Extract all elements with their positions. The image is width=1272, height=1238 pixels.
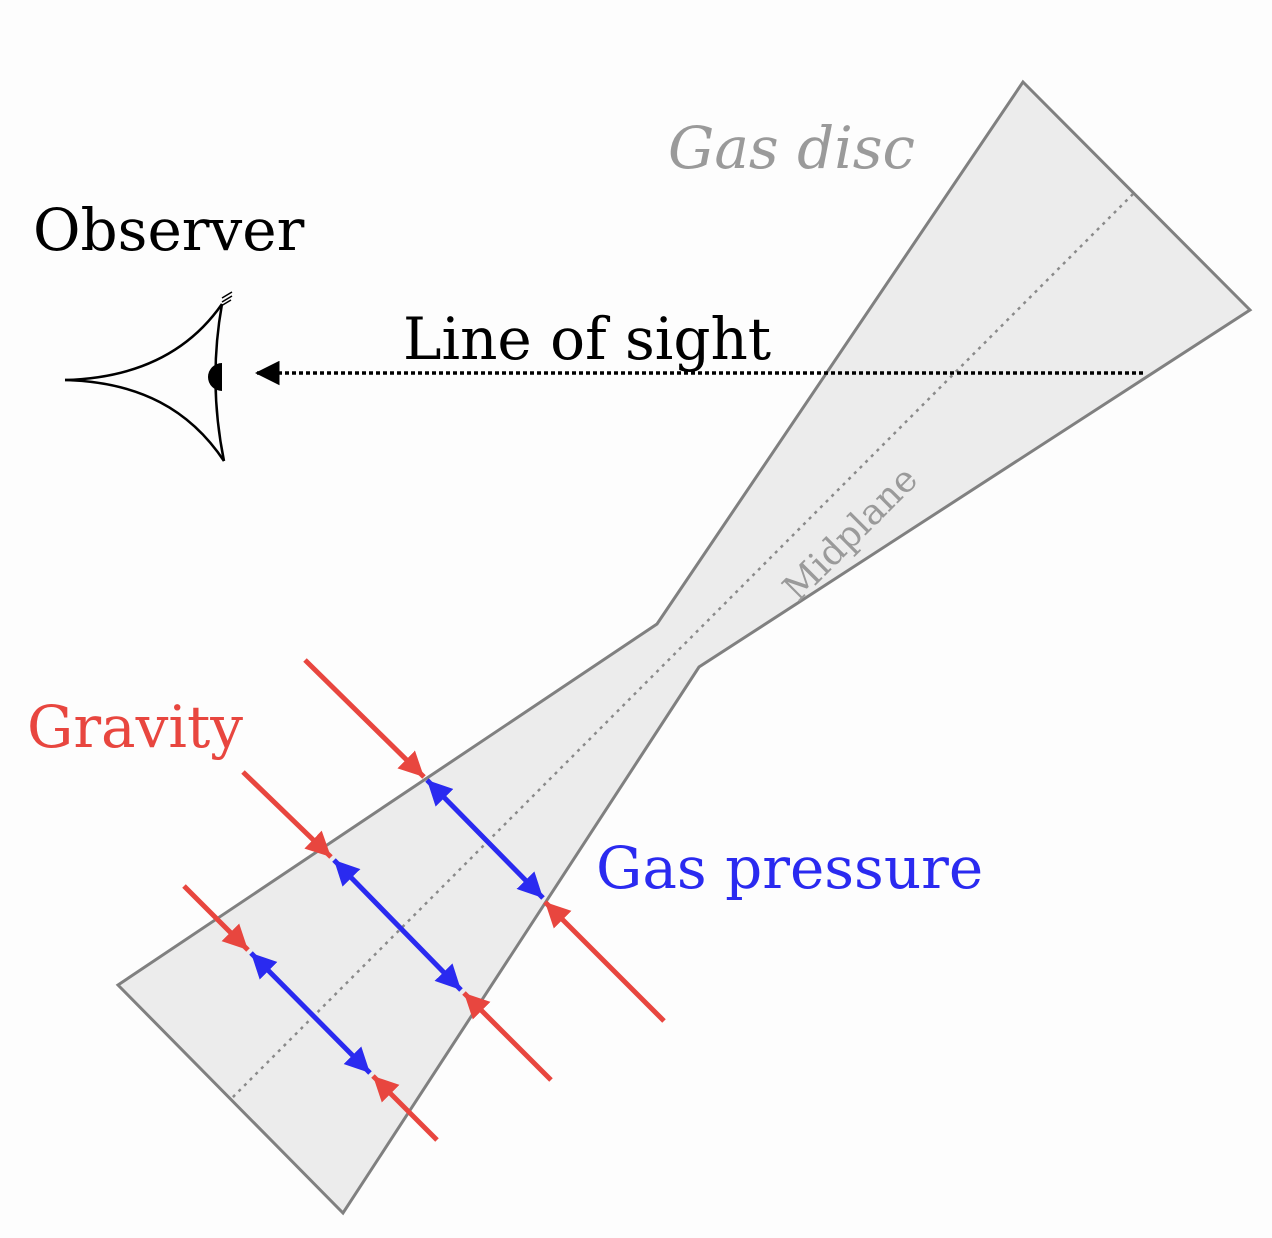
- observer-label: Observer: [33, 196, 305, 264]
- gas-pressure-arrows: [249, 778, 545, 1075]
- gas-pressure-arrow: [332, 858, 463, 992]
- gravity-arrow: [303, 658, 426, 779]
- gas-disc-label: Gas disc: [668, 114, 915, 182]
- gravity-label: Gravity: [27, 693, 243, 761]
- gravity-arrow: [241, 770, 333, 859]
- gas-pressure-arrow: [425, 778, 545, 900]
- gravity-arrow: [543, 900, 666, 1023]
- eye-icon: [64, 291, 233, 462]
- line-of-sight-label: Line of sight: [403, 305, 771, 373]
- gravity-arrow: [371, 1074, 439, 1142]
- gravity-arrows: [182, 658, 666, 1142]
- gas-pressure-label: Gas pressure: [596, 834, 983, 902]
- gravity-arrow: [462, 991, 553, 1082]
- gravity-arrow: [182, 884, 250, 952]
- gas-pressure-arrow: [249, 951, 372, 1075]
